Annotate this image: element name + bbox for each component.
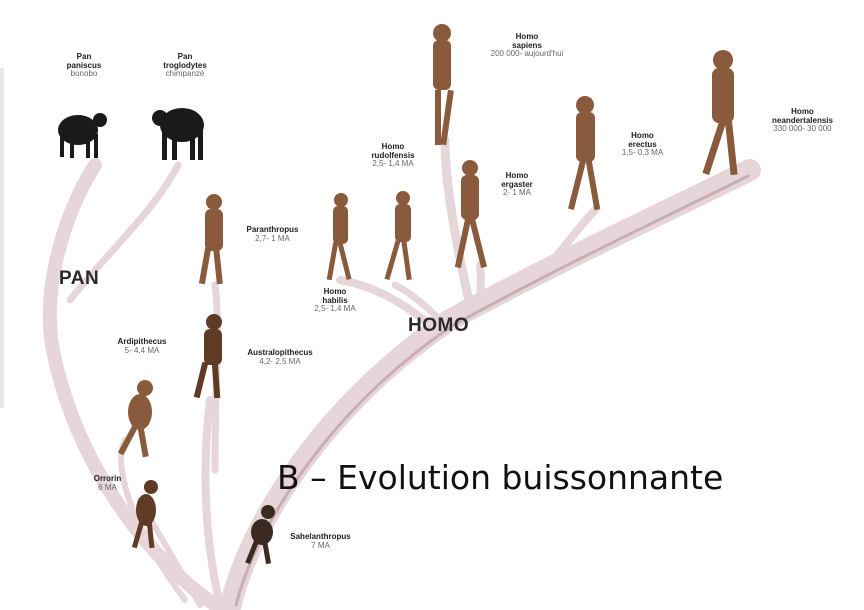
paranthropus-figure (199, 194, 223, 284)
label-paranthropus: Paranthropus 2,7- 1 MA (225, 226, 320, 243)
label-homo-neandertalensis: Homo neandertalensis 330 000- 30 000 (750, 108, 855, 134)
label-homo-sapiens: Homo sapiens 200 000- aujourd'hui (482, 33, 572, 59)
label-pan-troglodytes: Pan troglodytes chimpanzé (150, 53, 220, 79)
group-label-pan: PAN (59, 268, 99, 290)
branch-homo-ergaster (480, 265, 481, 300)
chimpanzee-figure (152, 108, 204, 160)
bonobo-figure (58, 113, 107, 158)
label-sahelanthropus: Sahelanthropus 7 MA (268, 533, 373, 550)
homo-ergaster-figure (455, 160, 487, 268)
homo-erectus-figure (568, 96, 600, 210)
label-australopithecus: Australopithecus 4,2- 2,5 MA (230, 349, 330, 366)
label-homo-habilis: Homo habilis 2,5- 1,4 MA (300, 288, 370, 314)
homo-rudolfensis-figure (385, 191, 412, 280)
homo-habilis-figure (327, 193, 352, 280)
label-orrorin: Orrorin 6 MA (80, 475, 135, 492)
homo-sapiens-figure (433, 24, 454, 145)
group-label-homo: HOMO (408, 315, 469, 337)
slide-caption: B – Evolution buissonnante (277, 458, 723, 497)
label-homo-erectus: Homo erectus 1,5- 0,3 MA (610, 132, 675, 158)
label-homo-rudolfensis: Homo rudolfensis 2,5- 1,4 MA (358, 143, 428, 169)
label-homo-ergaster: Homo ergaster 2- 1 MA (487, 172, 547, 198)
homo-neandertalensis-figure (702, 50, 737, 175)
label-ardipithecus: Ardipithecus 5- 4,4 MA (102, 338, 182, 355)
australopithecus-figure (194, 314, 222, 398)
ardipithecus-figure (118, 380, 153, 457)
label-pan-paniscus: Pan paniscus bonobo (54, 53, 114, 79)
